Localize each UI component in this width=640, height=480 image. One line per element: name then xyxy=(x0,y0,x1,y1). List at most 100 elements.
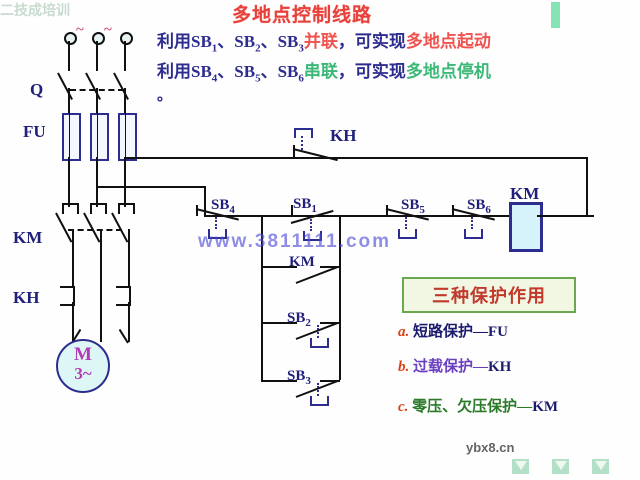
desc2-sep1: 、 xyxy=(217,62,235,81)
desc2-sb4: SB xyxy=(191,62,212,81)
wire-l2-top xyxy=(96,41,98,71)
sb6-label: SB6 xyxy=(467,197,491,216)
desc2-sb6-sub: 6 xyxy=(298,72,304,85)
desc2-sep2: 、 xyxy=(260,62,278,81)
desc2-sb6: SB xyxy=(277,62,299,81)
sb4-button-symbol[interactable] xyxy=(208,229,227,239)
km-main-blade-l1[interactable] xyxy=(55,212,73,243)
fuse-l1 xyxy=(62,113,81,161)
desc1-prefix: 利用 xyxy=(157,32,191,51)
sb2-left-wire xyxy=(261,322,297,324)
km-contact-cup-l1 xyxy=(62,203,79,214)
desc1-sep2: 、 xyxy=(260,32,278,51)
sb2-label: SB2 xyxy=(287,310,311,329)
motor-phase: 3~ xyxy=(74,364,92,383)
sb1-button-symbol[interactable] xyxy=(303,231,322,241)
sb6-sub: 6 xyxy=(485,204,491,216)
supply-terminal-l3 xyxy=(120,32,133,45)
sb6-text: SB xyxy=(467,197,486,213)
km-aux-right-wire xyxy=(320,266,340,268)
sb4-label: SB4 xyxy=(211,197,235,216)
sb2-right-wire xyxy=(320,322,340,324)
desc2-sb5: SB xyxy=(234,62,256,81)
watermark-url: www.3811111.com xyxy=(198,231,392,252)
sb3-button-symbol[interactable] xyxy=(310,396,329,406)
ac-tilde-icon-1: ~ xyxy=(76,22,84,38)
description-line-2: 利用SB4、SB5、SB6串联，可实现多地点停机 xyxy=(157,57,491,84)
watermark-site: ybx8.cn xyxy=(466,440,515,455)
disconnect-blade-l1[interactable] xyxy=(57,72,73,100)
legend-c-text: 零压、欠压保护— xyxy=(412,399,533,415)
control-top-rail xyxy=(124,157,588,159)
wire-km-kh-l3 xyxy=(128,229,130,286)
km-power-label: KM xyxy=(13,228,43,247)
sb3-text: SB xyxy=(287,368,306,384)
wire-kh-motor-l3 xyxy=(128,302,130,342)
kh-control-label: KH xyxy=(330,126,357,145)
sb1-sub: 1 xyxy=(311,203,317,215)
legend-a-device: FU xyxy=(488,324,509,340)
wire-km-kh-l2 xyxy=(100,229,102,286)
desc1-mode: 并联 xyxy=(303,32,338,51)
desc2-sb4-sub: 4 xyxy=(211,72,218,85)
desc2-mid: ，可实现 xyxy=(337,62,406,81)
km-main-blade-l2[interactable] xyxy=(83,212,101,243)
legend-item-a: a. 短路保护—FU xyxy=(398,320,508,341)
disconnect-blade-l2[interactable] xyxy=(85,72,101,100)
sb5-label: SB5 xyxy=(401,197,425,216)
sb5-sub: 5 xyxy=(419,204,425,216)
legend-a-text: 短路保护— xyxy=(413,324,489,340)
sb3-sub: 3 xyxy=(305,375,311,387)
wire-coil-to-right-rail xyxy=(537,215,588,217)
km-coil-label: KM xyxy=(510,184,540,203)
ladder-left-rail xyxy=(261,216,263,380)
kh-nc-blade[interactable] xyxy=(292,148,338,162)
description-line-3: 。 xyxy=(157,88,173,104)
desc2-prefix: 利用 xyxy=(157,62,191,81)
control-right-riser xyxy=(586,157,588,216)
thermal-element-l2 xyxy=(116,286,131,306)
sb4-linkage xyxy=(215,217,217,229)
desc2-sb5-sub: 5 xyxy=(255,72,261,85)
sb5-button-symbol[interactable] xyxy=(398,229,417,239)
legend-box: 三种保护作用 xyxy=(402,277,576,313)
km-contact-cup-l2 xyxy=(90,203,107,214)
desc1-sb3: SB xyxy=(277,32,299,51)
desc1-mid: ，可实现 xyxy=(337,32,406,51)
watermark-logo-1 xyxy=(512,459,529,474)
wire-km-kh-l1 xyxy=(72,229,74,286)
sb2-linkage xyxy=(317,325,319,338)
wire-fu-km-l2 xyxy=(96,157,98,207)
desc2-result: 多地点停机 xyxy=(405,62,491,81)
fuse-label: FU xyxy=(23,122,46,141)
km-main-linkage xyxy=(68,229,122,231)
wire-l3-top xyxy=(124,41,126,71)
description-line-1: 利用SB1、SB2、SB3并联，可实现多地点起动 xyxy=(157,27,491,54)
ac-tilde-icon-2: ~ xyxy=(104,22,112,38)
wire-kh-motor-l2 xyxy=(100,286,102,342)
desc1-sb2-sub: 2 xyxy=(255,42,261,55)
disconnect-blade-l3[interactable] xyxy=(113,72,129,100)
legend-heading: 三种保护作用 xyxy=(432,286,546,306)
desc1-result: 多地点起动 xyxy=(405,32,491,51)
kh-contact-linkage xyxy=(301,136,303,150)
km-coil xyxy=(509,202,543,252)
sb6-button-symbol[interactable] xyxy=(464,229,483,239)
legend-b-marker: b. xyxy=(398,359,410,375)
fuse-l2 xyxy=(90,113,109,161)
sb2-text: SB xyxy=(287,310,306,326)
wire-q-fu-l3 xyxy=(124,88,126,113)
sb1-label: SB1 xyxy=(293,196,317,215)
desc1-sb2: SB xyxy=(234,32,256,51)
watermark-logo-2 xyxy=(552,459,569,474)
watermark-logo-3 xyxy=(592,459,609,474)
sb2-button-symbol[interactable] xyxy=(310,338,329,348)
kh-contact-element xyxy=(294,128,313,138)
sb4-text: SB xyxy=(211,197,230,213)
wire-l1-top xyxy=(68,41,70,71)
legend-item-b: b. 过载保护—KH xyxy=(398,355,511,376)
watermark-faint-text: 二技成培训 xyxy=(0,2,70,18)
control-left-drop xyxy=(204,186,206,216)
km-main-blade-l3[interactable] xyxy=(111,212,129,243)
legend-b-device: KH xyxy=(488,359,512,375)
